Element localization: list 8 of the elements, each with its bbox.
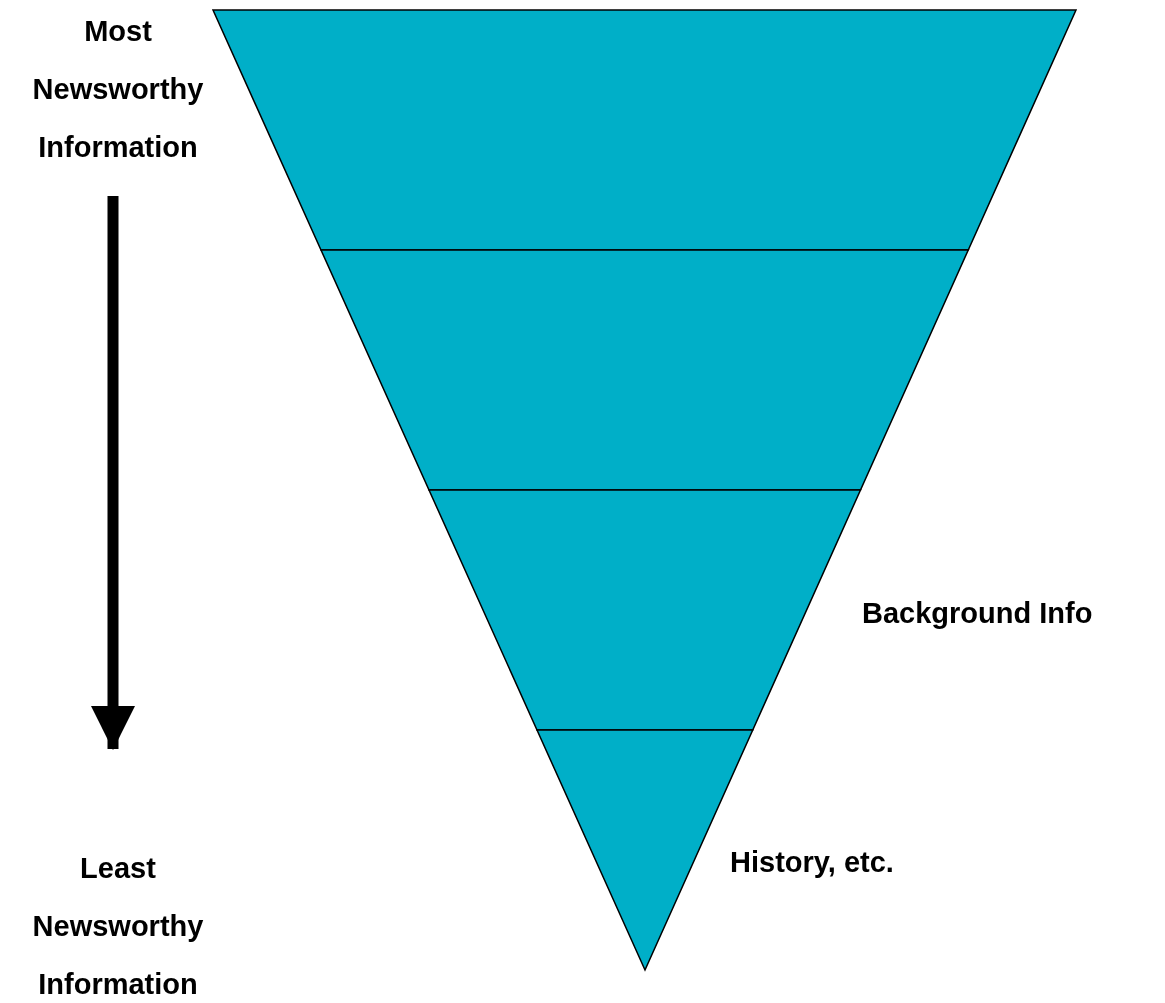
arrow [91, 196, 135, 751]
funnel-band [321, 250, 969, 490]
funnel-band [213, 10, 1076, 250]
funnel-band [429, 490, 861, 730]
band-caption: Background Info [862, 596, 1093, 631]
band-caption: History, etc. [730, 845, 894, 880]
heading-label: Most Newsworthy Information [0, 2, 236, 176]
heading-label: Least Newsworthy Information [0, 839, 236, 1003]
